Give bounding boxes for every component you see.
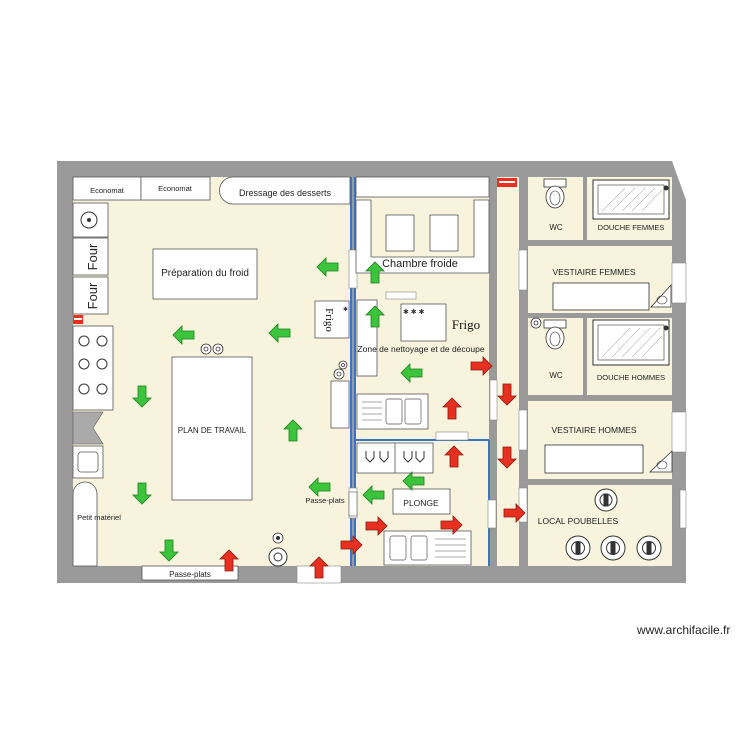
plonge-sink [383,530,472,566]
economat-1-label: Economat [90,186,125,195]
passe-plats-mid-counter [348,491,358,517]
crate-2 [429,214,459,252]
wall-corner-right [672,161,686,200]
zone-nettoyage-label: Zone de nettoyage et de découpe [357,344,484,354]
economat-2-label: Economat [158,184,193,193]
local-poubelles-label: LOCAL POUBELLES [538,516,619,526]
preparation-froid-label: Préparation du froid [161,268,249,279]
dressage-counter [219,176,351,205]
shower-2 [592,319,670,366]
frigo-unit [400,303,447,342]
crate-1 [385,214,415,252]
cooktop [72,325,114,411]
top-shelf-cold [355,176,490,198]
bench-hommes [544,444,644,474]
hood [72,411,104,445]
preparation-froid-table [152,248,258,300]
corridor-floor [497,177,519,566]
plonge-counter [392,488,451,515]
sockets-3 [338,360,348,370]
plonge-label: PLONGE [403,498,439,508]
small-cabinet [330,380,350,429]
toilet-1 [543,178,567,209]
plan-travail-label: PLAN DE TRAVAIL [178,426,247,435]
four-2-label: Four [85,282,100,309]
bench-femmes [552,282,650,311]
footer-credit: www.archifacile.fr [637,623,731,637]
frigo-vertical-label: Frigo [323,308,335,332]
wc-1-label: WC [549,223,563,232]
vestiaire-hommes-label: VESTIAIRE HOMMES [551,425,636,435]
frigo-unit-dots: ✱ ✱ ✱ [403,308,425,316]
double-sink [356,393,429,430]
bin-bottom [268,532,288,567]
bins [565,488,662,561]
douche-femmes-label: DOUCHE FEMMES [598,223,665,232]
frigo-vertical-dots: ✱ [343,306,348,313]
passe-plats-bottom-label: Passe-plats [169,570,211,579]
petit-materiel-shelf [72,481,98,567]
chambre-froide-walls [355,199,490,274]
frigo-label: Frigo [452,317,480,332]
sockets [200,343,224,355]
plan-travail [171,356,253,501]
toilet-2 [543,319,567,350]
hand-sink [72,445,104,479]
vestiaire-femmes-label: VESTIAIRE FEMMES [552,267,635,277]
economat-2 [140,176,211,201]
four-1 [72,237,109,276]
burners [78,335,108,395]
wc-2-label: WC [549,371,563,380]
douche-hommes-label: DOUCHE HOMMES [597,373,665,382]
dressage-label: Dressage des desserts [239,188,332,198]
four-2 [72,276,109,315]
shower-1 [592,179,670,220]
chambre-froide-label: Chambre froide [382,258,458,270]
four-1-label: Four [85,243,100,270]
sockets-2 [333,368,345,380]
petit-materiel-label: Petit matériel [77,513,121,522]
frigo-vertical [314,300,350,339]
passe-plats-mid-label: Passe-plats [305,496,344,505]
passe-plats-counter [141,565,239,581]
wc-2-sink [530,317,542,329]
